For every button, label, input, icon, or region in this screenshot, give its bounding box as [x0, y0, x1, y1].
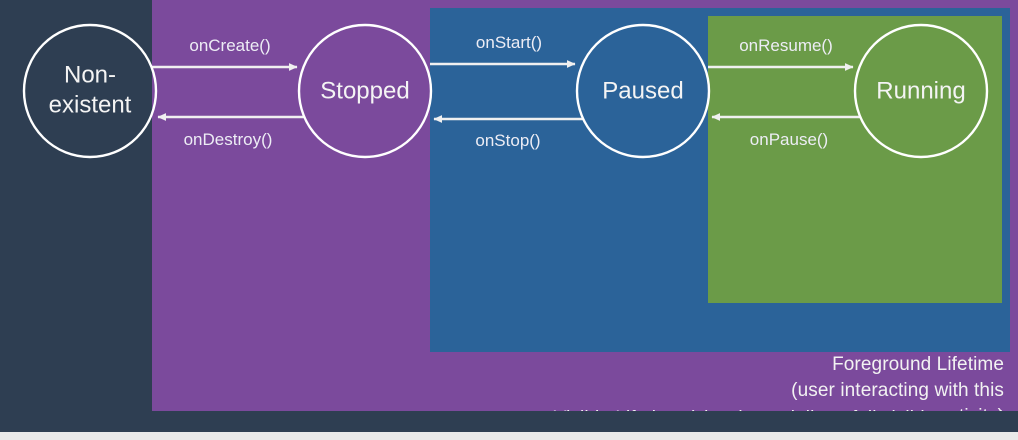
edge-label-on-destroy: onDestroy() [184, 130, 273, 149]
edge-on-resume: onResume() [708, 36, 854, 71]
baseline-strip [0, 432, 1018, 440]
edge-on-destroy: onDestroy() [157, 113, 305, 149]
edge-label-on-stop: onStop() [475, 131, 540, 150]
edge-label-on-pause: onPause() [750, 130, 828, 149]
edge-label-on-resume: onResume() [739, 36, 833, 55]
edge-on-create: onCreate() [152, 36, 298, 71]
edge-label-on-start: onStart() [476, 33, 542, 52]
edge-on-stop: onStop() [433, 115, 583, 150]
node-paused[interactable]: Paused [575, 23, 711, 159]
edge-label-on-create: onCreate() [189, 36, 270, 55]
node-non-existent[interactable]: Non- existent [22, 23, 158, 159]
band-foreground-lifetime [708, 16, 1002, 303]
node-running[interactable]: Running [853, 23, 989, 159]
node-stopped[interactable]: Stopped [297, 23, 433, 159]
node-label-stopped: Stopped [320, 77, 409, 104]
edge-on-start: onStart() [430, 33, 576, 68]
node-label-non-existent-line2: existent [49, 91, 132, 118]
node-label-running: Running [876, 77, 965, 104]
node-label-paused: Paused [602, 77, 683, 104]
edge-on-pause: onPause() [711, 113, 861, 149]
node-label-non-existent-line1: Non- [64, 61, 116, 88]
